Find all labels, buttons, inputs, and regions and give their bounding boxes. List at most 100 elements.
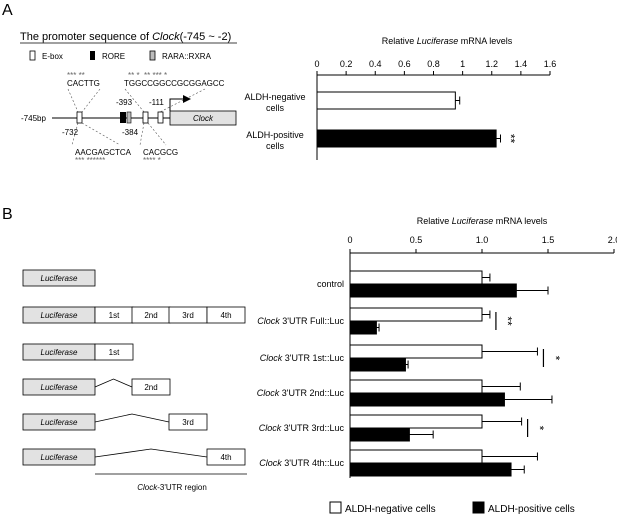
category-gene: Clock [259,423,282,433]
category-label: Clock 3'UTR 3rd::Luc [259,423,345,433]
category-gene: Clock [257,388,280,398]
chart-a-xlabel-pre: Relative [382,36,417,46]
clock-gene-box [169,110,237,126]
connector [81,88,101,113]
seq-bottom-1: AACGAGCTCA [75,148,132,157]
splice-line [94,378,133,388]
ebox-element [142,111,149,124]
position-label: -384 [122,128,139,137]
category-gene: Clock [257,316,280,326]
seq-bottom-2-stars: **** * [143,156,161,165]
utr-segment-label: 4th [220,311,231,320]
legend-positive-swatch [472,501,485,514]
utr-segment-label: 2nd [144,383,157,392]
bar [349,392,505,407]
connector [81,122,121,146]
category-label: Clock 3'UTR 1st::Luc [260,353,345,363]
panel-a-letter: A [2,2,13,19]
utr-segment [168,413,208,431]
luciferase-label: Luciferase [41,348,78,357]
promoter-title: The promoter sequence of Clock(-745 ~ -2… [20,31,231,43]
bar [316,129,497,148]
panel-b-letter: B [2,206,13,223]
bar [349,344,483,359]
x-tick-label: 0.6 [398,59,411,69]
position-label: -111 [149,98,164,107]
utr-segment-label: 4th [220,453,231,462]
category-text: 3'UTR 4th::Luc [282,458,345,468]
chart-a-xlabel-italic: Luciferase [417,36,459,46]
luciferase-label: Luciferase [41,453,78,462]
seq-top-1-stars: *** ** [67,71,85,80]
category-label: cells [266,103,285,113]
significance-mark: ** [501,316,515,326]
luciferase-label: Luciferase [41,311,78,320]
significance-mark: * [532,426,546,431]
tss-arrow [169,98,183,111]
category-label: Clock 3'UTR 2nd::Luc [257,388,345,398]
ebox-legend-swatch [29,50,36,61]
chart-b-xlabel-italic: Luciferase [452,216,494,226]
x-tick-label: 2.0 [608,235,617,245]
category-label: ALDH-negative [244,92,305,102]
promoter-title-pre: The promoter sequence of [20,31,152,43]
luciferase-label: Luciferase [41,418,78,427]
promoter-title-post: (-745 ~ -2) [180,31,232,43]
utr-segment [206,448,246,466]
chart-b-xlabel-pre: Relative [417,216,452,226]
region-label-rest: -3'UTR region [157,483,207,492]
connector [67,88,79,113]
utr-segment [131,378,171,396]
category-label: ALDH-positive [246,130,304,140]
rore-element [120,112,126,123]
utr-segment [206,306,246,324]
bar [349,283,517,298]
x-tick-label: 0.5 [410,235,423,245]
utr-segment-label: 1st [109,348,120,357]
seq-bottom-1-stars: *** ****** [75,156,105,165]
x-tick-label: 0.4 [369,59,382,69]
position-label: -732 [62,128,79,137]
promoter-start-label: -745bp [21,114,46,123]
region-label-gene: Clock [137,483,158,492]
legend-positive-label: ALDH-positive cells [488,504,575,515]
category-label: Clock 3'UTR 4th::Luc [259,458,344,468]
bar [349,379,483,394]
category-label: cells [266,141,285,151]
significance-mark: * [548,356,562,361]
seq-bottom-2: CACGCG [143,148,178,157]
x-tick-label: 1.6 [544,59,557,69]
utr-segment [94,343,134,361]
region-label: Clock-3'UTR region [137,483,207,492]
x-tick-label: 1 [460,59,465,69]
chart-a: Relative Luciferase mRNA levels ALDH-neg… [244,36,556,160]
category-gene: Clock [260,353,283,363]
seq-top-1: CACTTG [67,79,100,88]
category-text: 3'UTR 1st::Luc [282,353,344,363]
x-tick-label: 0 [314,59,319,69]
rore-legend-label: RORE [102,52,125,61]
x-tick-label: 0 [347,235,352,245]
clock-gene-label: Clock [193,114,214,123]
legend-negative-swatch [329,501,342,514]
bar [349,427,410,442]
seq-top-2-stars: ** * ** *** * [128,71,167,80]
category-text: 3'UTR Full::Luc [280,316,345,326]
luciferase-label: Luciferase [41,274,78,283]
category-label: Clock 3'UTR Full::Luc [257,316,344,326]
chart-legend: ALDH-negative cells ALDH-positive cells [329,501,575,515]
legend-negative-label: ALDH-negative cells [345,504,436,515]
connector [139,122,145,146]
bar [349,270,483,285]
luciferase-label: Luciferase [41,383,78,392]
category-gene: Clock [259,458,282,468]
utr-segment-label: 3rd [182,418,194,427]
rore-legend-swatch [90,51,95,60]
promoter-diagram: The promoter sequence of Clock (-745 ~ -2… [20,31,237,165]
utr-segment-label: 1st [109,311,120,320]
rara-legend-label: RARA::RXRA [162,52,212,61]
x-tick-label: 1.5 [542,235,555,245]
